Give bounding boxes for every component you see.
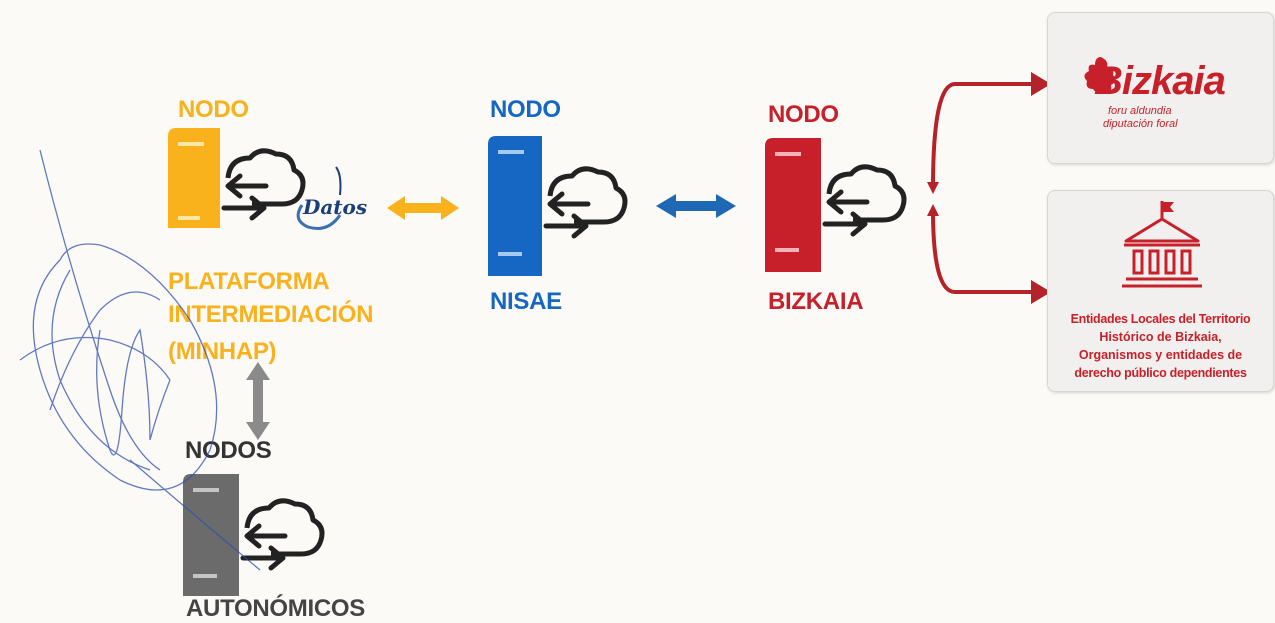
server-cloud-sync-icon <box>488 136 628 276</box>
node-nisae-label: NISAE <box>490 288 562 315</box>
diputacion-foral-text: diputación foral <box>1103 118 1178 130</box>
node-bizkaia-top-label: NODO <box>768 101 839 128</box>
node-intermediacion-top-label: NODO <box>178 96 249 123</box>
node-intermediacion-label-line1: PLATAFORMA <box>168 268 330 295</box>
node-bizkaia-label: BIZKAIA <box>768 288 864 315</box>
handwritten-signature <box>19 149 261 571</box>
server-cloud-sync-icon <box>168 128 306 228</box>
entidades-text-line2: Histórico de Bizkaia, <box>1099 330 1222 344</box>
town-hall-icon <box>1122 201 1202 288</box>
entidades-text-line1: Entidades Locales del Territorio <box>1070 312 1251 326</box>
double-arrow-gray-icon <box>246 362 270 440</box>
foru-aldundia-text: foru aldundia <box>1108 105 1172 117</box>
entidades-text-line3: Organismos y entidades de <box>1078 348 1243 362</box>
node-autonomicos-top-label: NODOS <box>185 437 272 464</box>
entidades-text-line4: derecho público dependientes <box>1074 366 1247 380</box>
node-intermediacion-label-line3: (MINHAP) <box>168 338 277 365</box>
server-cloud-sync-icon <box>765 138 907 272</box>
double-arrow-blue-icon <box>656 194 736 218</box>
node-autonomicos-label: AUTONÓMICOS <box>186 595 365 622</box>
diputacion-bizkaia-card: Bizkaia foru aldundia diputación foral <box>1047 12 1274 164</box>
double-arrow-orange-icon <box>387 196 459 220</box>
entidades-locales-card: Entidades Locales del Territorio Históri… <box>1047 190 1274 392</box>
oak-leaf-icon <box>1084 57 1116 93</box>
datos-logo-icon <box>296 166 342 230</box>
datos-logo-text: Datos <box>303 195 368 219</box>
branch-arrows-red-icon <box>927 72 1051 304</box>
server-cloud-sync-icon <box>183 474 325 596</box>
node-intermediacion-label-line2: INTERMEDIACIÓN <box>168 301 374 328</box>
bizkaia-brand-text: Bizkaia <box>1094 59 1226 103</box>
node-nisae-top-label: NODO <box>490 96 561 123</box>
